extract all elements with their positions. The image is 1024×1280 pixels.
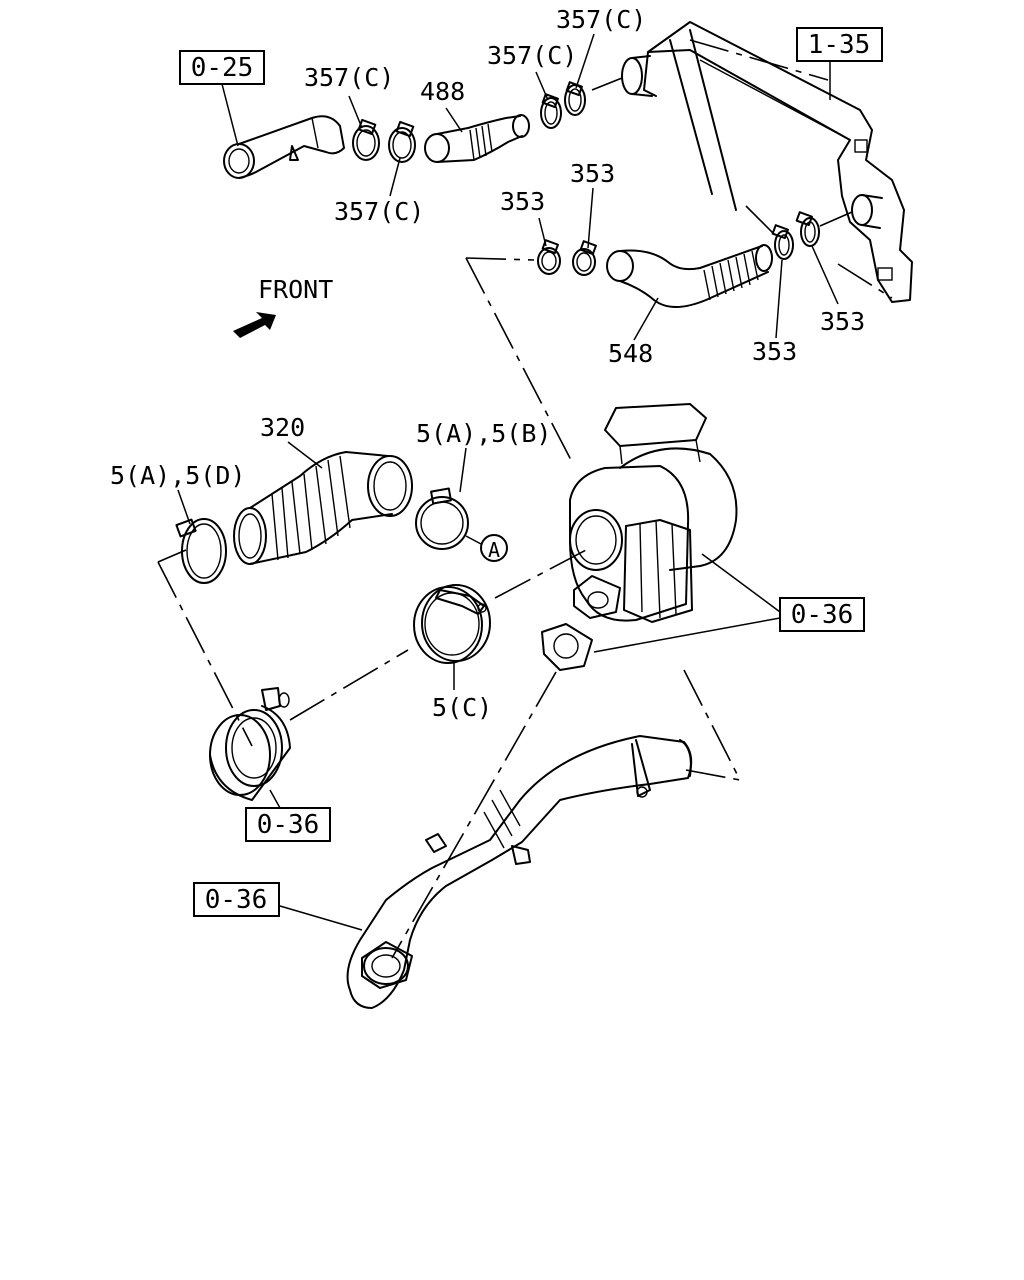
label-front: FRONT	[258, 275, 333, 304]
ref-0-36-turbo: 0-36	[791, 600, 854, 630]
vband-clamp-5c	[413, 584, 491, 664]
upper-intake-pipe	[223, 115, 345, 179]
leader-lines	[177, 33, 839, 931]
ref-0-25: 0-25	[191, 53, 254, 83]
ref-0-36-pipe: 0-36	[205, 885, 268, 915]
hose-320	[233, 451, 413, 565]
label-5ab: 5(A),5(B)	[416, 419, 551, 448]
clamp-5ab	[415, 487, 469, 550]
lower-outlet-pipe	[346, 735, 693, 1009]
gasket	[541, 623, 593, 671]
label-357c-bottom: 357(C)	[334, 197, 424, 226]
label-357c-top: 357(C)	[556, 5, 646, 34]
turbocharger	[569, 403, 738, 623]
label-353-a: 353	[570, 159, 615, 188]
part-labels: FRONT 357(C) 357(C) 357(C) 357(C) 488 35…	[110, 5, 865, 722]
label-548: 548	[608, 339, 653, 368]
reference-boxes: 0-25 1-35 0-36 0-36 0-36	[179, 27, 883, 917]
clamp-357c-d	[564, 81, 586, 116]
label-353-d: 353	[752, 337, 797, 366]
clamp-357c-a	[352, 118, 380, 161]
ref-1-35: 1-35	[808, 30, 871, 60]
elbow-adapter	[209, 687, 291, 801]
front-arrow-icon	[233, 312, 276, 338]
reference-marker-a: A	[465, 534, 508, 562]
svg-text:A: A	[488, 538, 500, 562]
label-5c: 5(C)	[432, 693, 492, 722]
clamp-353-c	[771, 224, 794, 260]
clamp-357c-c	[540, 93, 562, 129]
label-320: 320	[260, 413, 305, 442]
label-353-c: 353	[820, 307, 865, 336]
label-488: 488	[420, 77, 465, 106]
intercooler	[621, 21, 913, 303]
hose-548	[606, 244, 773, 308]
label-5ad: 5(A),5(D)	[110, 461, 245, 490]
hose-488	[424, 114, 530, 163]
centerlines	[157, 39, 893, 959]
clamp-357c-b	[388, 120, 416, 163]
clamp-353-d	[795, 211, 820, 247]
clamp-353-a	[537, 239, 561, 275]
label-353-b: 353	[500, 187, 545, 216]
label-357c-left: 357(C)	[304, 63, 394, 92]
ref-0-36-elbow: 0-36	[257, 810, 320, 840]
label-357c-mid: 357(C)	[487, 41, 577, 70]
clamp-353-b	[572, 240, 597, 276]
